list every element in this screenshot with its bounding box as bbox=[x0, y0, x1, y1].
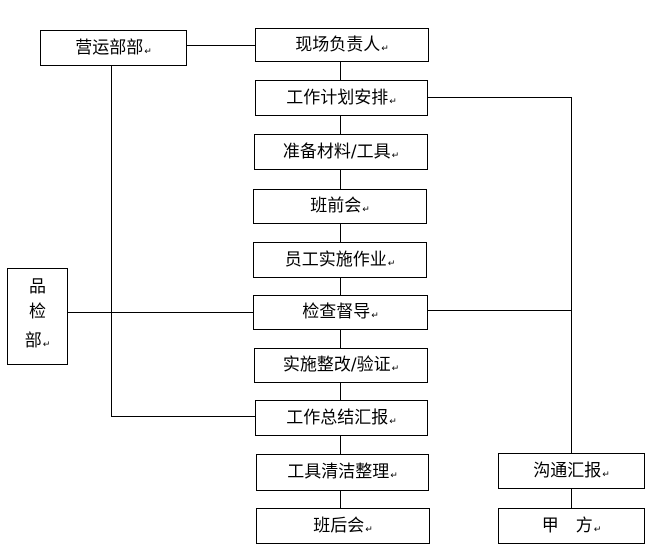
connector-inspection-to-right bbox=[427, 310, 572, 311]
return-mark: ↵ bbox=[391, 364, 400, 374]
connector-main-8 bbox=[340, 435, 341, 455]
box-party-a: 甲 方↵ bbox=[498, 508, 645, 544]
box-tool-cleaning: 工具清洁整理↵ bbox=[256, 454, 429, 491]
return-mark: ↵ bbox=[42, 340, 51, 350]
box-communication-report-label: 沟通汇报 bbox=[533, 460, 602, 481]
connector-marketing-to-site-manager bbox=[186, 45, 256, 46]
connector-main-9 bbox=[340, 490, 341, 509]
box-site-manager-label: 现场负责人 bbox=[295, 34, 381, 55]
box-marketing-dept: 营运部部↵ bbox=[40, 30, 187, 66]
connector-main-1 bbox=[340, 61, 341, 81]
box-work-plan-label: 工作计划安排 bbox=[286, 87, 389, 108]
connector-work-plan-to-right bbox=[427, 97, 572, 98]
box-prepare-materials-label: 准备材料/工具 bbox=[282, 141, 391, 162]
box-tool-cleaning-label: 工具清洁整理 bbox=[287, 462, 390, 482]
return-mark: ↵ bbox=[371, 311, 379, 321]
box-quality-dept-char-3: 部 bbox=[24, 331, 42, 351]
return-mark: ↵ bbox=[144, 46, 152, 57]
return-mark: ↵ bbox=[391, 150, 400, 161]
box-work-plan: 工作计划安排↵ bbox=[255, 80, 428, 116]
return-mark: ↵ bbox=[365, 524, 373, 535]
box-post-shift-meeting-label: 班后会 bbox=[313, 515, 365, 536]
connector-main-4 bbox=[340, 223, 341, 243]
box-party-a-label: 甲 方 bbox=[541, 515, 593, 536]
return-mark: ↵ bbox=[602, 469, 610, 480]
connector-quality-to-inspection bbox=[67, 312, 254, 313]
box-staff-implementation-label: 员工实施作业 bbox=[284, 249, 387, 270]
box-work-summary-label: 工作总结汇报 bbox=[286, 407, 389, 428]
connector-main-3 bbox=[340, 169, 341, 190]
box-quality-dept: 品 检 部↵ bbox=[7, 268, 68, 365]
connector-report-to-party-a bbox=[571, 488, 572, 509]
box-post-shift-meeting: 班后会↵ bbox=[256, 508, 430, 544]
connector-main-5 bbox=[340, 277, 341, 296]
box-prepare-materials: 准备材料/工具↵ bbox=[254, 134, 428, 170]
box-work-summary: 工作总结汇报↵ bbox=[255, 400, 428, 436]
connector-marketing-vertical bbox=[111, 65, 112, 417]
return-mark: ↵ bbox=[362, 205, 370, 215]
box-pre-shift-meeting-label: 班前会 bbox=[310, 196, 362, 216]
return-mark: ↵ bbox=[389, 96, 397, 107]
box-communication-report: 沟通汇报↵ bbox=[498, 453, 645, 489]
box-quality-dept-char-1: 品 bbox=[29, 277, 46, 297]
box-pre-shift-meeting: 班前会↵ bbox=[253, 189, 427, 224]
return-mark: ↵ bbox=[387, 258, 396, 269]
return-mark: ↵ bbox=[390, 471, 398, 481]
box-marketing-dept-label: 营运部部 bbox=[75, 37, 144, 58]
box-staff-implementation: 员工实施作业↵ bbox=[253, 242, 427, 278]
return-mark: ↵ bbox=[593, 524, 602, 535]
box-inspection-supervision: 检查督导↵ bbox=[253, 295, 428, 330]
return-mark: ↵ bbox=[389, 416, 397, 427]
box-quality-dept-char-2: 检 bbox=[29, 302, 46, 322]
connector-main-6 bbox=[340, 329, 341, 349]
connector-marketing-to-work-summary bbox=[111, 416, 256, 417]
box-site-manager: 现场负责人↵ bbox=[255, 28, 429, 62]
connector-main-2 bbox=[340, 115, 341, 135]
return-mark: ↵ bbox=[381, 43, 389, 54]
connector-main-7 bbox=[340, 382, 341, 401]
connector-right-vertical bbox=[571, 97, 572, 454]
box-inspection-supervision-label: 检查督导 bbox=[302, 302, 371, 322]
box-rectification-label: 实施整改/验证 bbox=[282, 355, 391, 375]
box-rectification: 实施整改/验证↵ bbox=[254, 348, 428, 383]
